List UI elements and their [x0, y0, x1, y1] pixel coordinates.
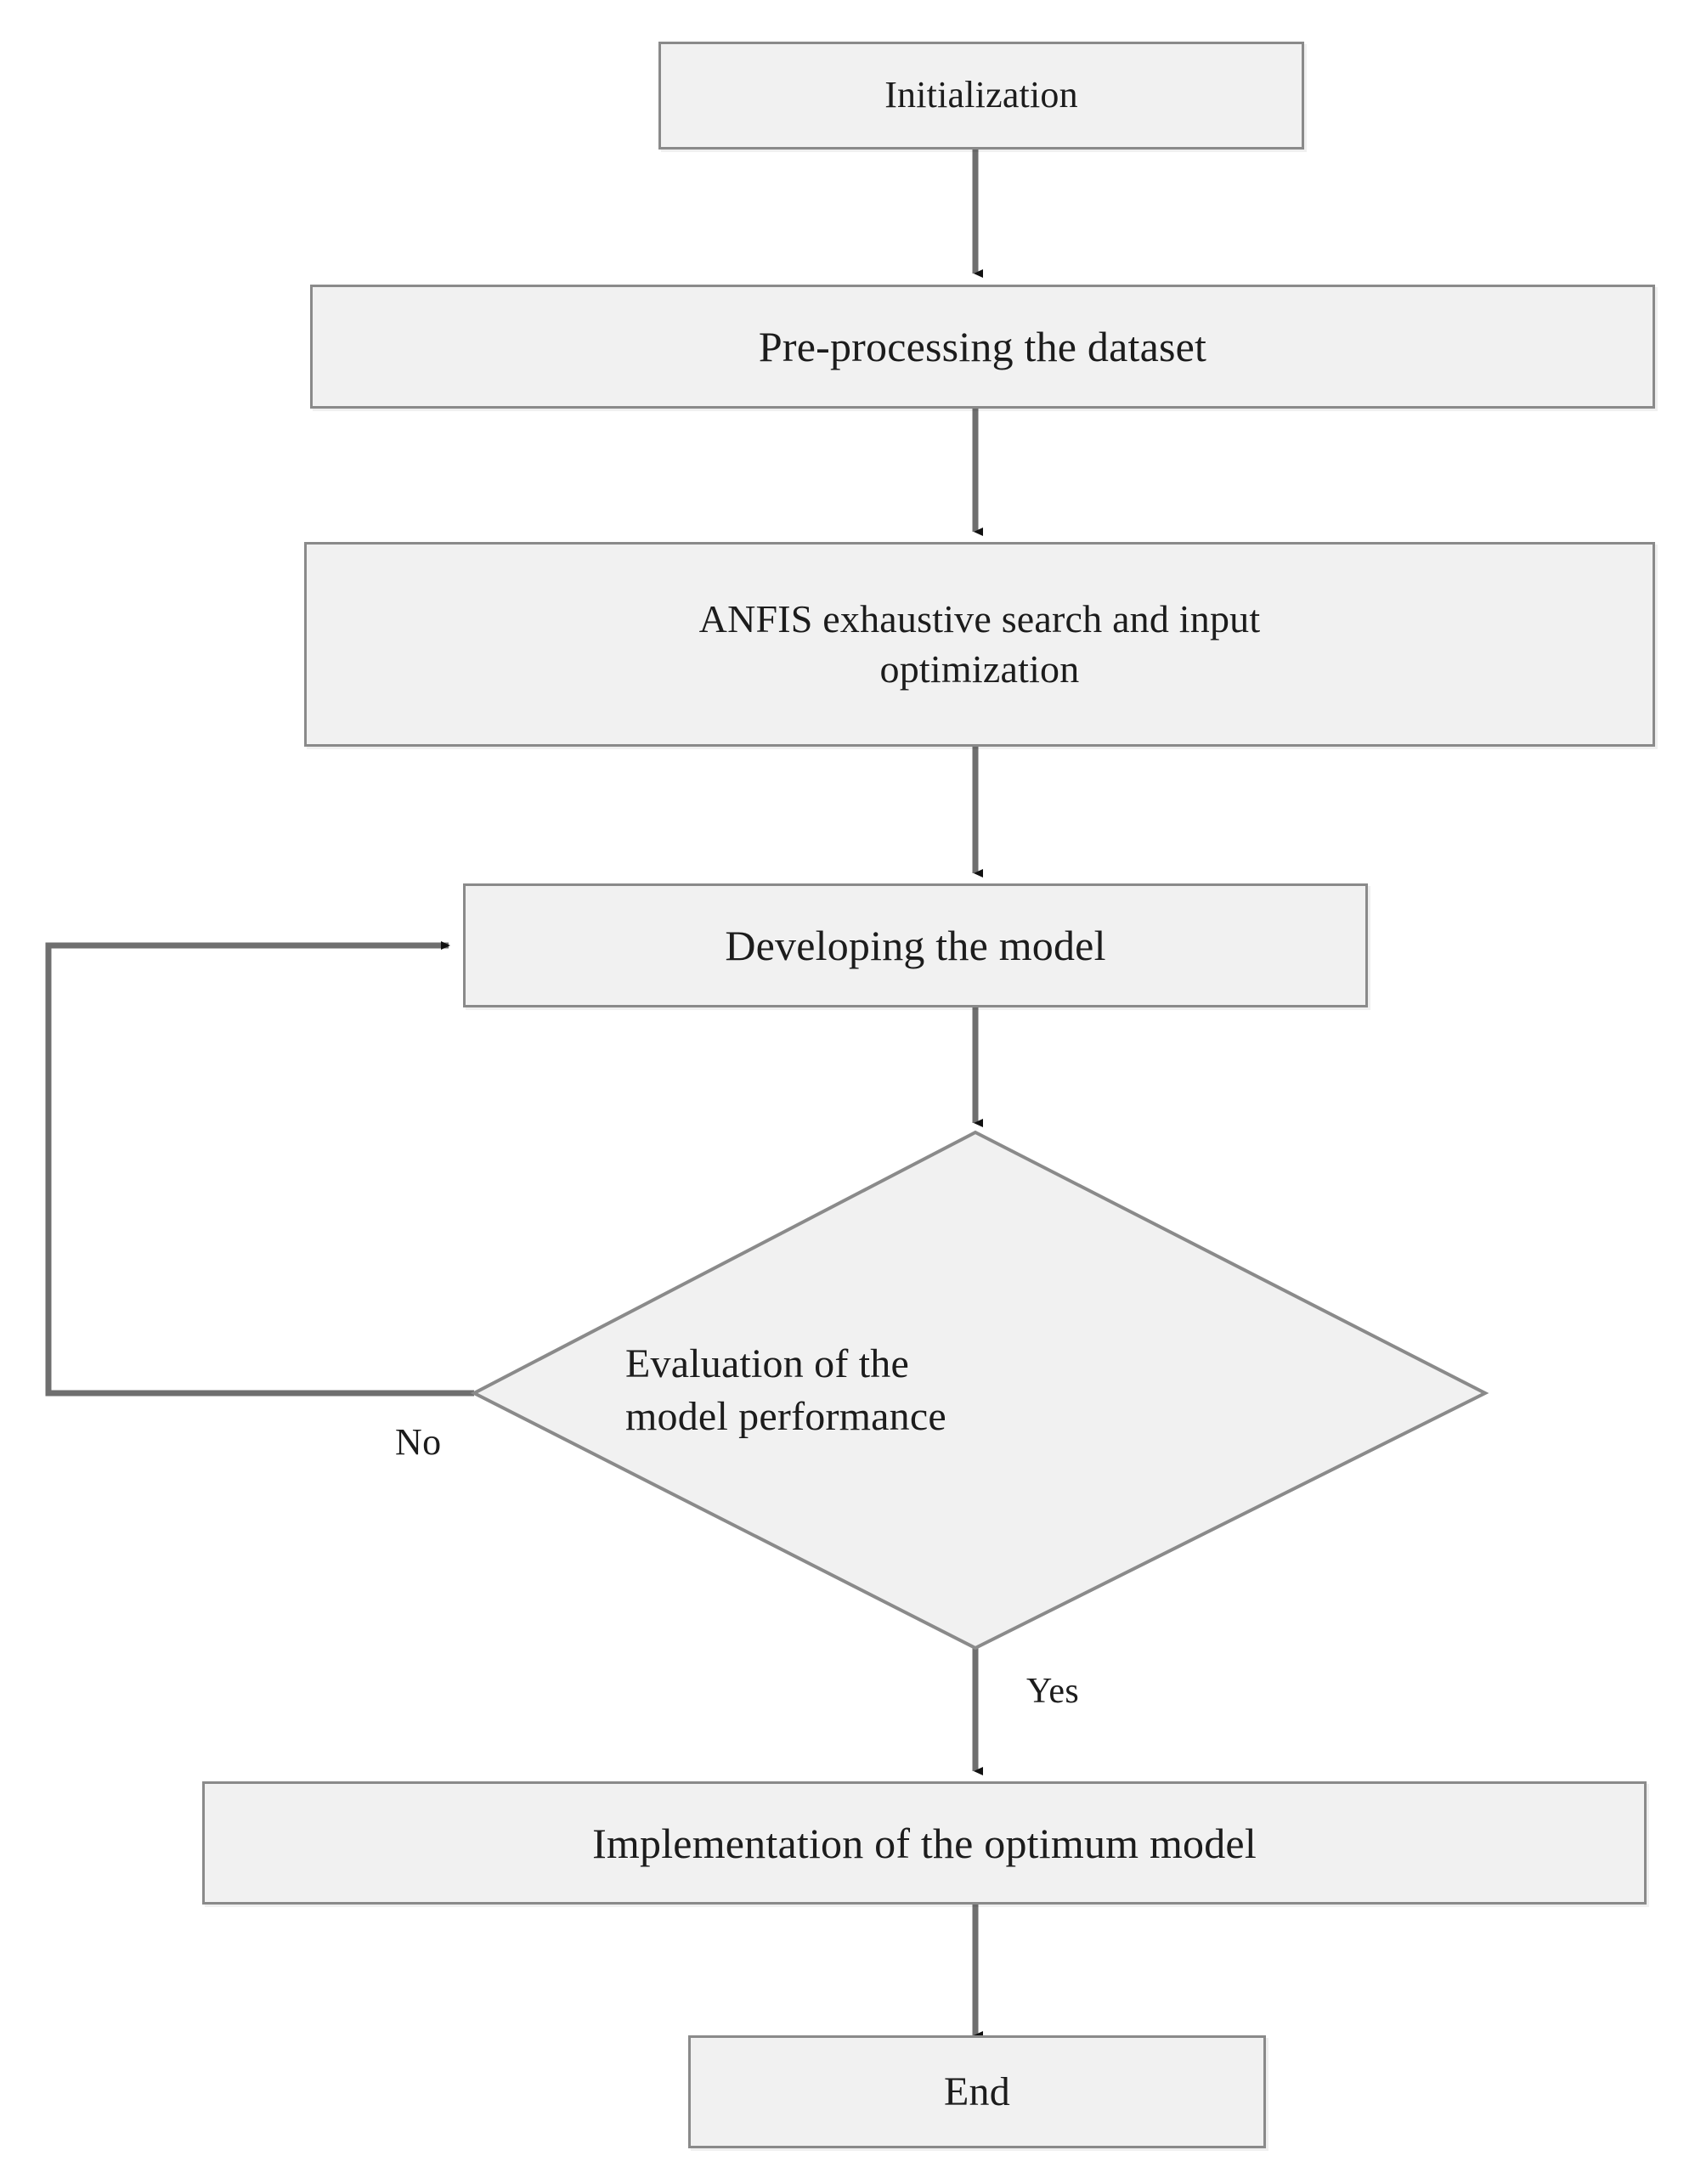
- node-developing-model[interactable]: Developing the model: [463, 883, 1368, 1007]
- edge-label-yes: Yes: [1026, 1672, 1080, 1711]
- node-anfis-search[interactable]: ANFIS exhaustive search and input optimi…: [304, 542, 1655, 747]
- decision-diamond-shape: [470, 1130, 1489, 1651]
- edge-label-no: No: [395, 1421, 442, 1463]
- node-end[interactable]: End: [688, 2035, 1266, 2148]
- node-anfis-search-label: ANFIS exhaustive search and input optimi…: [698, 596, 1261, 691]
- node-preprocessing[interactable]: Pre-processing the dataset: [310, 285, 1655, 409]
- node-implementation[interactable]: Implementation of the optimum model: [202, 1781, 1647, 1905]
- connector-evaluation-no-feedback: [45, 941, 474, 1397]
- node-initialization-label: Initialization: [884, 74, 1078, 116]
- node-implementation-label: Implementation of the optimum model: [592, 1819, 1257, 1867]
- node-preprocessing-label: Pre-processing the dataset: [758, 323, 1207, 370]
- node-evaluation-label: Evaluation of the model performance: [625, 1341, 946, 1439]
- node-developing-model-label: Developing the model: [725, 922, 1106, 969]
- node-evaluation-decision[interactable]: Evaluation of the model performance: [474, 1132, 1485, 1648]
- node-initialization[interactable]: Initialization: [658, 42, 1304, 150]
- node-end-label: End: [944, 2068, 1010, 2114]
